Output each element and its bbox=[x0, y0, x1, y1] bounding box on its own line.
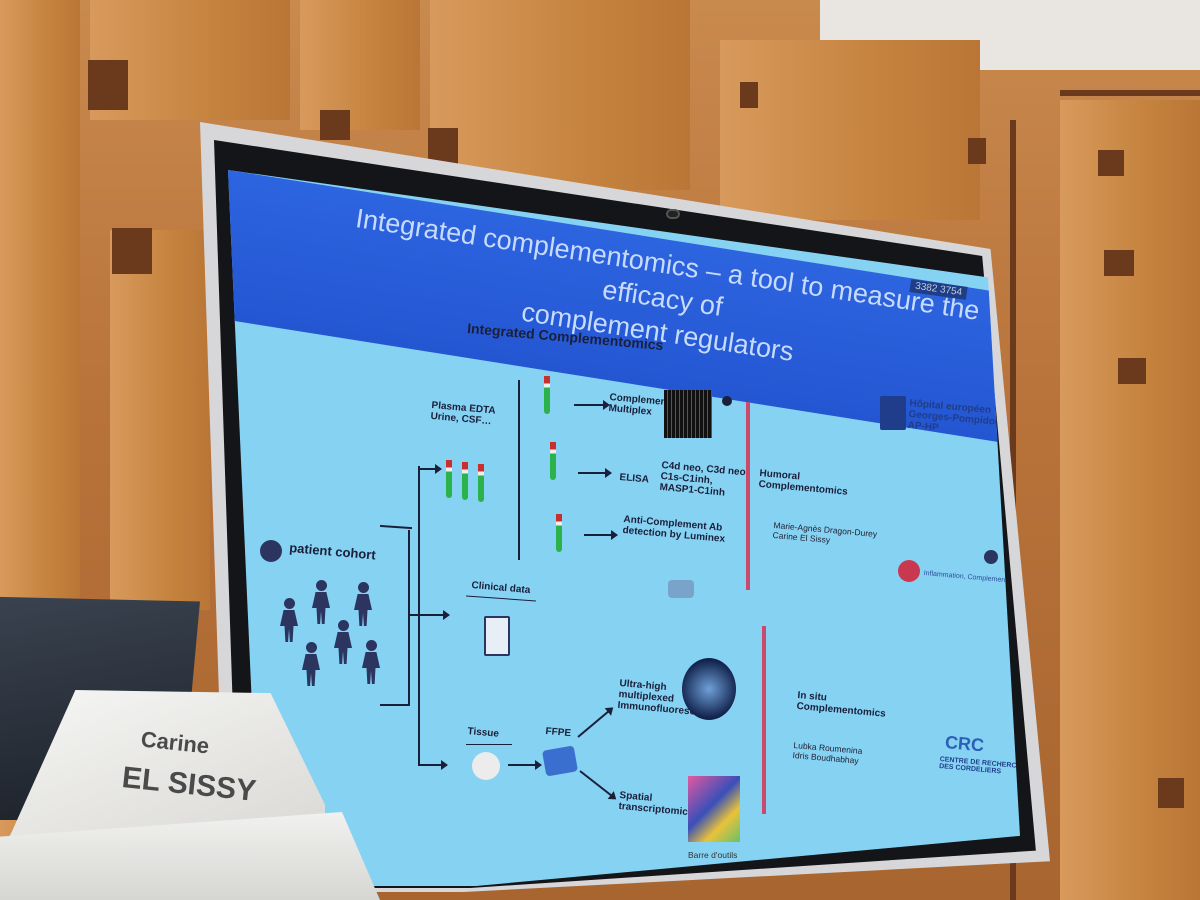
insitu-label: In situ Complementomics bbox=[796, 690, 887, 720]
insitu-divider bbox=[762, 626, 766, 814]
person-icon bbox=[360, 640, 382, 686]
multiplex-plate-icon bbox=[664, 390, 712, 438]
sample-tube-icon bbox=[544, 376, 550, 414]
more-options-icon[interactable] bbox=[984, 550, 998, 564]
nameplate-last-name: EL SISSY bbox=[120, 761, 258, 808]
luminex-illustration bbox=[668, 580, 694, 598]
detector-icon bbox=[722, 396, 732, 406]
luminex-label: Anti-Complement Ab detection by Luminex bbox=[622, 514, 726, 545]
ffpe-block-icon bbox=[541, 745, 579, 777]
person-icon bbox=[310, 580, 332, 626]
sample-tube-icon bbox=[446, 460, 452, 498]
sample-tube-icon bbox=[556, 514, 562, 552]
sample-types-label: Plasma EDTA Urine, CSF… bbox=[430, 400, 497, 428]
person-icon bbox=[278, 598, 300, 644]
complement-multiplex-label: Complement Multiplex bbox=[608, 392, 671, 418]
inflammation-logo bbox=[898, 560, 920, 582]
spatial-transcriptomics-image bbox=[688, 776, 740, 842]
tissue-label: Tissue bbox=[467, 726, 500, 740]
immunofluorescence-image bbox=[682, 658, 736, 720]
hospital-name: Hôpital européen Georges-Pompidou AP-HP bbox=[907, 398, 1002, 434]
person-icon bbox=[332, 620, 354, 666]
tissue-sample-icon bbox=[472, 752, 500, 780]
sample-tube-icon bbox=[478, 464, 484, 502]
crc-logo: CRC bbox=[944, 732, 985, 756]
spatial-transcriptomics-label: Spatial transcriptomics bbox=[618, 790, 694, 819]
insitu-researchers: Lubka Roumenina Idris Boudhabhay bbox=[792, 740, 863, 766]
elisa-label: ELISA bbox=[619, 472, 650, 486]
humoral-researchers: Marie-Agnès Dragon-Durey Carine El Sissy bbox=[772, 520, 878, 545]
humoral-label: Humoral Complementomics bbox=[758, 468, 849, 498]
patient-cohort-label: patient cohort bbox=[288, 540, 377, 563]
toolbar-tooltip: Barre d'outils bbox=[688, 850, 738, 860]
elisa-targets: C4d neo, C3d neo C1s-C1inh, MASP1-C1inh bbox=[659, 460, 747, 499]
ffpe-label: FFPE bbox=[545, 726, 572, 740]
sample-tube-icon bbox=[462, 462, 468, 500]
clinical-data-label: Clinical data bbox=[471, 580, 531, 597]
person-icon bbox=[300, 642, 322, 688]
humoral-divider bbox=[746, 402, 750, 590]
sample-tube-icon bbox=[550, 442, 556, 480]
person-icon bbox=[352, 582, 374, 628]
presentation-slide: Integrated complementomics – a tool to m… bbox=[228, 170, 1027, 886]
crc-name: CENTRE DE RECHERCHE DES CORDELIERS bbox=[938, 756, 1027, 776]
hospital-logo bbox=[880, 396, 906, 430]
webcam-icon bbox=[666, 209, 680, 219]
cohort-icon bbox=[260, 540, 282, 562]
clipboard-icon bbox=[484, 616, 510, 656]
